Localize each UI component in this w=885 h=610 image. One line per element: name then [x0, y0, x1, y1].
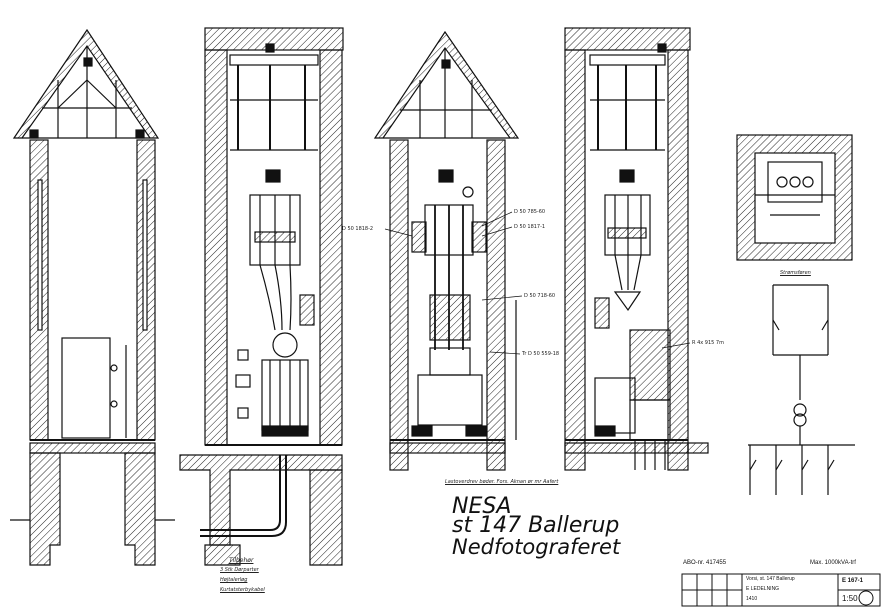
title-description-3: 1410 [746, 596, 758, 602]
single-line-title: Strømsføren [780, 270, 811, 276]
accessories-line-3: Kurtatsterbykabel [220, 587, 265, 593]
single-line-diagram [748, 284, 855, 495]
view-4-front-section [564, 27, 709, 471]
drawing-number: E 167-1 [842, 578, 864, 584]
title-block-grid [681, 573, 881, 607]
tag-leaders [384, 211, 691, 355]
handwritten-status: Nedfotograferet [452, 535, 621, 559]
mid-caption: Lastoverdrev bøder. Fors. Aknan ør mr Aa… [445, 479, 559, 485]
view-5-plan-view [736, 134, 853, 261]
tag-d50-1817-1: D 50 1817-1 [514, 224, 546, 230]
tag-d50-718-60: D 50 718-60 [524, 293, 556, 299]
view-3-gable-section [373, 30, 520, 471]
view-2-front-section [179, 27, 344, 566]
handwritten-station-name: NESA [452, 494, 512, 519]
scale: 1:50 [842, 594, 858, 603]
abo-number: ABO-nr. 417455 [683, 560, 727, 566]
max-rating: Max. 1000kVA-trf [810, 560, 856, 566]
accessories-line-1: 3 Stk Dørparter [220, 567, 259, 573]
accessories-title: Tilbehør [229, 557, 254, 564]
tag-r-bolt: R 4x 915 7m [692, 340, 724, 346]
tag-trd50-559-18: Tr D 50 559-18 [522, 351, 560, 357]
title-description-2: E LEDELNING [746, 586, 780, 592]
tag-d50-785-60: D 50 785-60 [514, 209, 546, 215]
view-1-gable-section [10, 28, 175, 566]
handwritten-station-number: st 147 Ballerup [452, 513, 620, 538]
tag-d50-1818-2: D 50 1818-2 [342, 226, 374, 232]
accessories-line-2: Højtalerløg [220, 577, 248, 583]
title-description-1: Vorsi, st. 147 Ballerup [746, 576, 795, 582]
